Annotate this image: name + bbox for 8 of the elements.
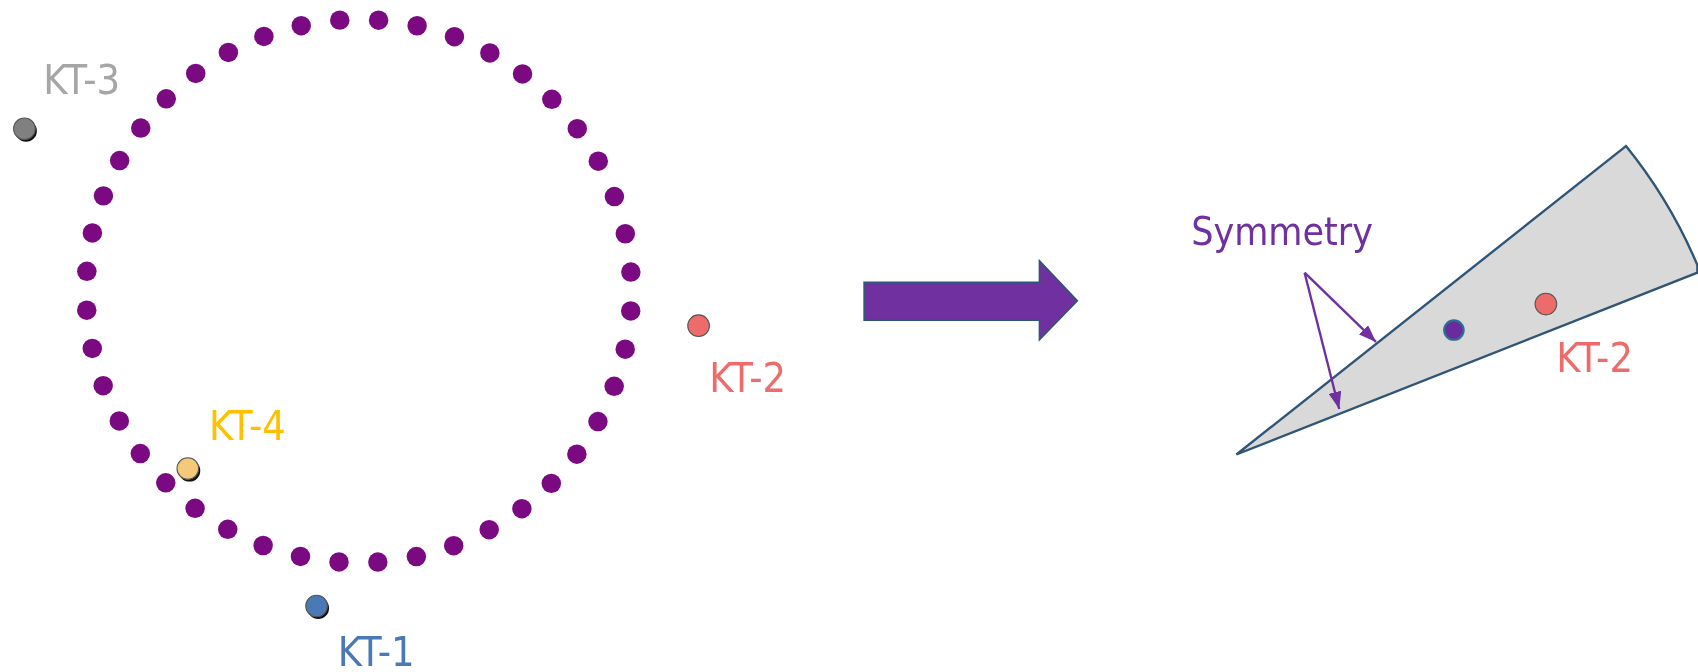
leader-line <box>1303 271 1377 343</box>
leader-line <box>1303 272 1342 410</box>
point-label: KT-4 <box>209 406 286 448</box>
point-label: KT-3 <box>43 59 121 101</box>
symmetry-label: Symmetry <box>1191 212 1373 252</box>
point-label: KT-2 <box>1556 337 1633 379</box>
point-label: KT-1 <box>337 632 415 672</box>
point-label: KT-2 <box>709 358 787 400</box>
